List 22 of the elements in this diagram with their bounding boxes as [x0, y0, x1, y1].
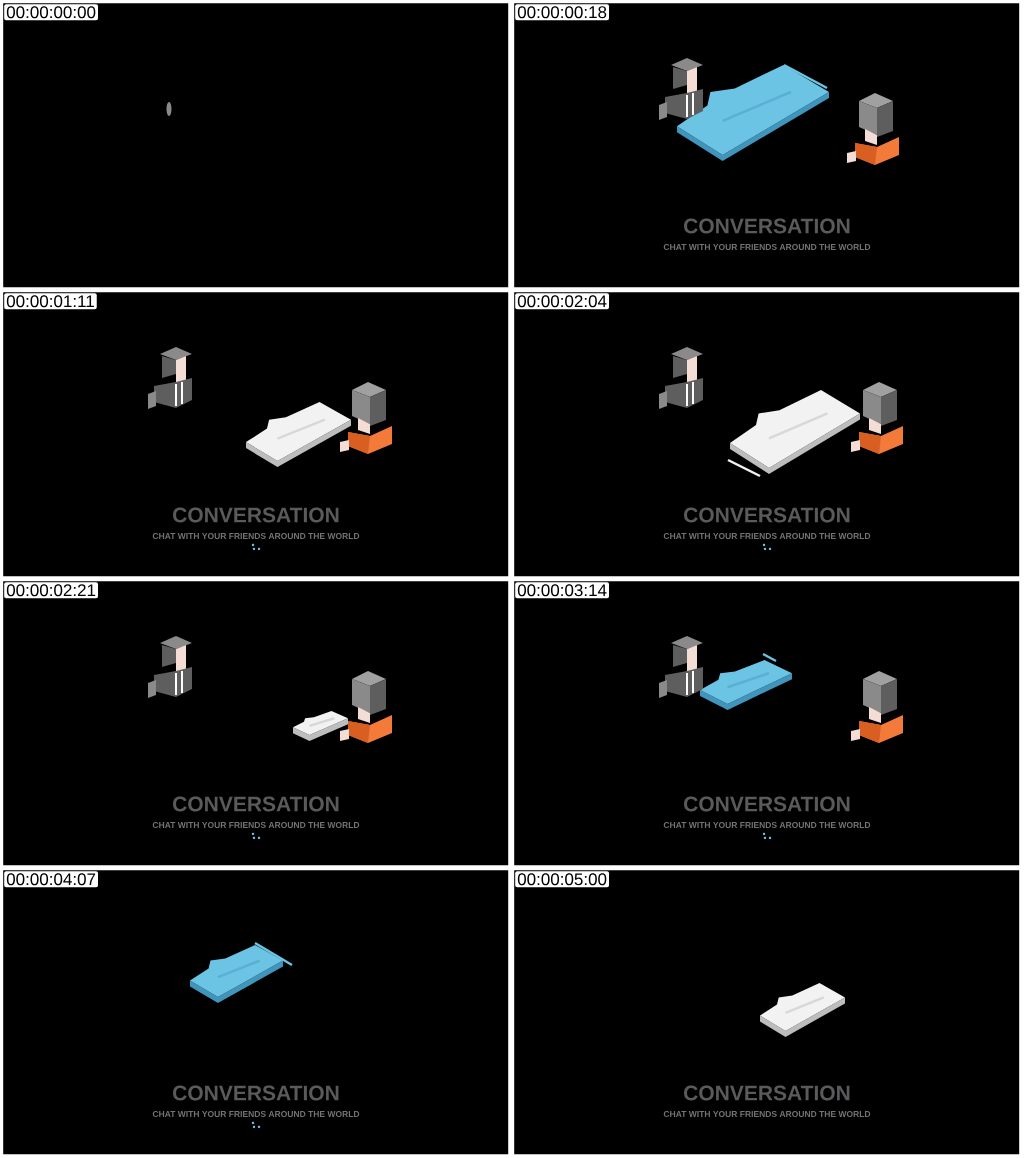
- title: CONVERSATION: [173, 507, 339, 523]
- title: CONVERSATION: [173, 796, 339, 812]
- subtitle: CHAT WITH YOUR FRIENDS AROUND THE WORLD: [663, 533, 871, 539]
- title: CONVERSATION: [684, 218, 850, 234]
- timecode-label: 00:00:02:21: [4, 582, 98, 599]
- subtitle: CHAT WITH YOUR FRIENDS AROUND THE WORLD: [663, 244, 871, 250]
- title: CONVERSATION: [684, 507, 850, 523]
- subtitle: CHAT WITH YOUR FRIENDS AROUND THE WORLD: [663, 822, 871, 828]
- title: CONVERSATION: [684, 796, 850, 812]
- timecode-label: 00:00:00:18: [515, 4, 609, 21]
- timecode-label: 00:00:01:11: [4, 293, 97, 310]
- title: CONVERSATION: [684, 1085, 850, 1101]
- title: CONVERSATION: [173, 1085, 339, 1101]
- subtitle: CHAT WITH YOUR FRIENDS AROUND THE WORLD: [152, 822, 360, 828]
- subtitle: CHAT WITH YOUR FRIENDS AROUND THE WORLD: [152, 533, 360, 539]
- subtitle: CHAT WITH YOUR FRIENDS AROUND THE WORLD: [152, 1111, 360, 1117]
- timecode-label: 00:00:00:00: [4, 4, 98, 21]
- subtitle: CHAT WITH YOUR FRIENDS AROUND THE WORLD: [663, 1111, 871, 1117]
- timecode-label: 00:00:03:14: [515, 582, 609, 599]
- timecode-label: 00:00:02:04: [515, 293, 609, 310]
- timecode-label: 00:00:05:00: [515, 871, 609, 888]
- timecode-label: 00:00:04:07: [4, 871, 98, 888]
